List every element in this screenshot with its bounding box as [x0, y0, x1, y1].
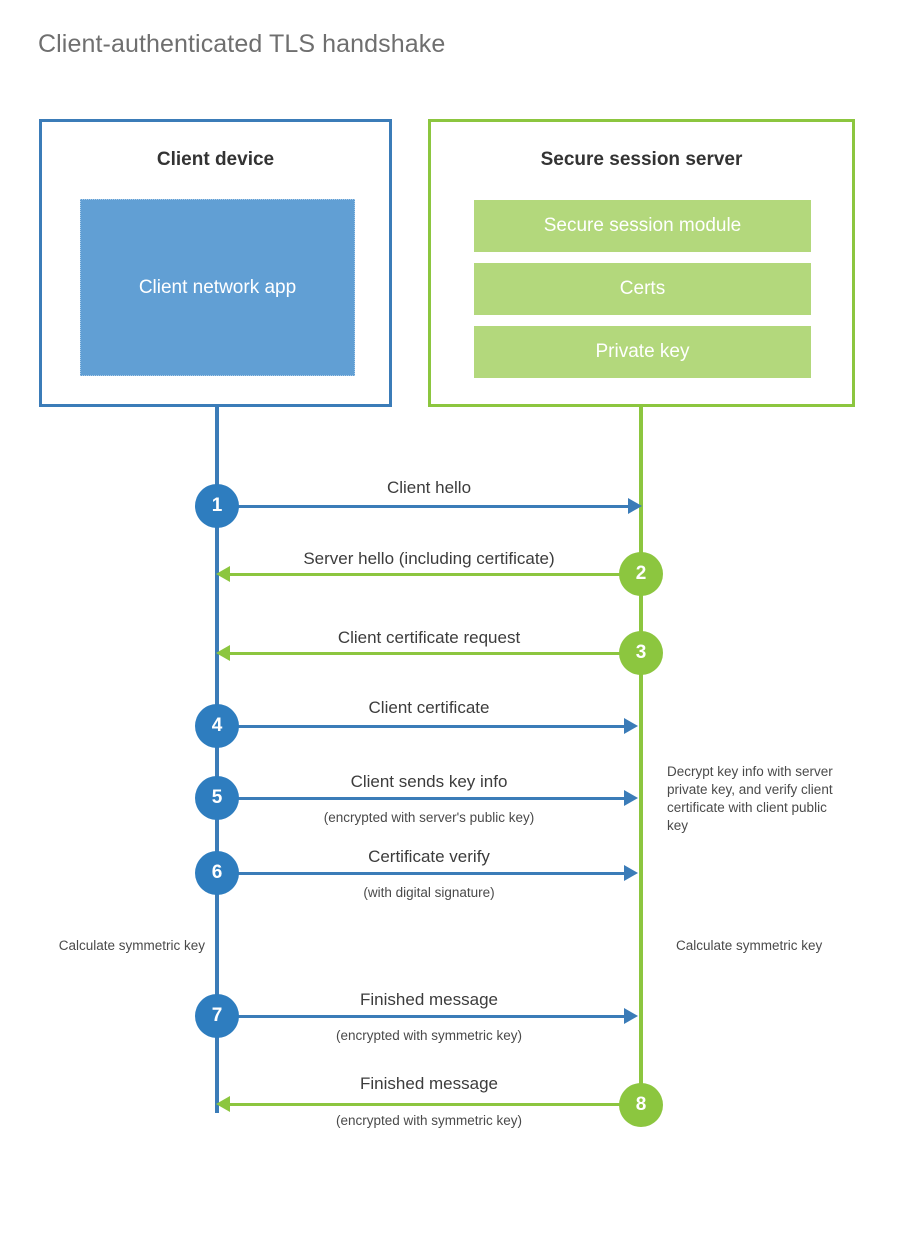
client-device-title: Client device [156, 149, 275, 170]
step-5-badge[interactable]: 5 [195, 776, 239, 820]
step-2-arrow-head [216, 566, 230, 582]
step-5-arrow-head [624, 790, 638, 806]
server-lifeline [639, 404, 643, 1106]
step-6-arrow-line [217, 872, 626, 875]
server-component-certs: Certs [474, 263, 811, 315]
step-1-arrow-head [628, 498, 642, 514]
client-calculate-symmetric-key-note: Calculate symmetric key [58, 938, 205, 953]
step-8-sublabel: (encrypted with symmetric key) [335, 1113, 523, 1128]
step-8-arrow-head [216, 1096, 230, 1112]
step-7-arrow-head [624, 1008, 638, 1024]
step-1-badge[interactable]: 1 [195, 484, 239, 528]
step-4-badge[interactable]: 4 [195, 704, 239, 748]
step-4-label: Client certificate [368, 698, 490, 717]
step-3-label: Client certificate request [337, 628, 521, 647]
server-decrypt-note: Decrypt key info with server private key… [667, 764, 833, 833]
secure-session-server-title: Secure session server [540, 149, 743, 170]
server-calculate-symmetric-key-note: Calculate symmetric key [676, 938, 823, 953]
step-3-badge[interactable]: 3 [619, 631, 663, 675]
step-7-arrow-line [217, 1015, 626, 1018]
step-2-badge[interactable]: 2 [619, 552, 663, 596]
step-6-sublabel: (with digital signature) [363, 885, 495, 900]
step-3-arrow-head [216, 645, 230, 661]
step-4-arrow-line [217, 725, 626, 728]
step-7-label: Finished message [360, 990, 498, 1009]
step-6-arrow-head [624, 865, 638, 881]
server-component-private-key: Private key [474, 326, 811, 378]
step-8-badge[interactable]: 8 [619, 1083, 663, 1127]
step-2-label: Server hello (including certificate) [303, 549, 555, 568]
step-5-sublabel: (encrypted with server's public key) [323, 810, 535, 825]
client-network-app-block: Client network app [80, 199, 355, 376]
secure-session-server-box: Secure session server Secure session mod… [428, 119, 855, 407]
step-7-badge[interactable]: 7 [195, 994, 239, 1038]
step-5-arrow-line [217, 797, 626, 800]
step-8-label: Finished message [360, 1074, 498, 1093]
page-title: Client-authenticated TLS handshake [38, 30, 446, 58]
step-6-badge[interactable]: 6 [195, 851, 239, 895]
step-2-arrow-line [228, 573, 641, 576]
step-7-sublabel: (encrypted with symmetric key) [335, 1028, 523, 1043]
step-5-label: Client sends key info [350, 772, 508, 791]
client-lifeline [215, 404, 219, 1113]
step-8-arrow-line [228, 1103, 641, 1106]
server-component-secure-session-module: Secure session module [474, 200, 811, 252]
client-device-box: Client device Client network app [39, 119, 392, 407]
step-1-arrow-line [217, 505, 630, 508]
step-6-label: Certificate verify [368, 847, 490, 866]
step-3-arrow-line [228, 652, 641, 655]
step-4-arrow-head [624, 718, 638, 734]
step-1-label: Client hello [386, 478, 472, 497]
